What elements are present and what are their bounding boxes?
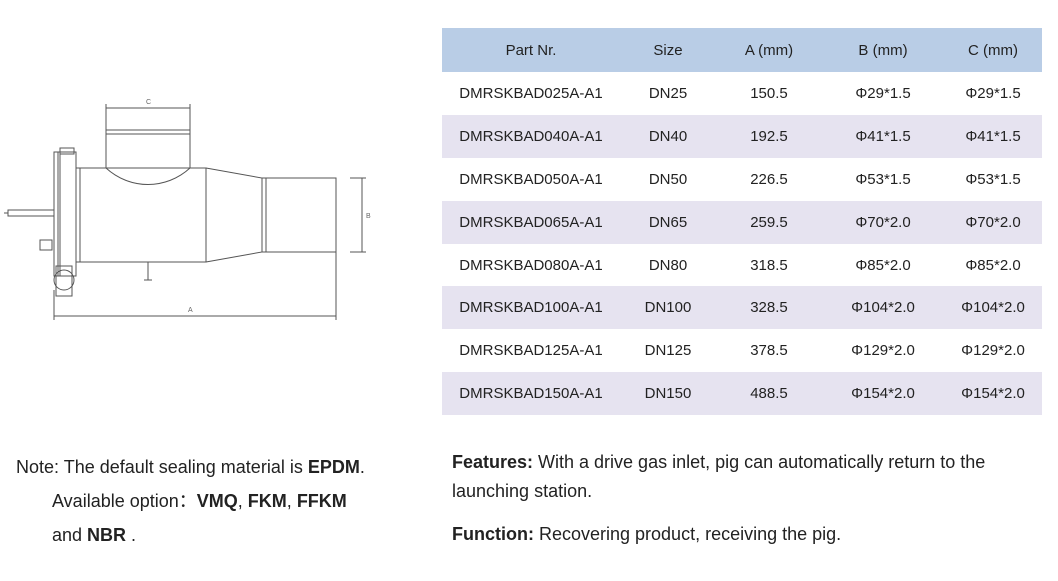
cell-a: 328.5 [716, 286, 822, 330]
cell-c: Φ129*2.0 [961, 342, 1025, 360]
cell-size: DN40 [620, 114, 716, 158]
cell-a: 259.5 [716, 200, 822, 244]
option-nbr: NBR [87, 525, 127, 545]
features-paragraph: Features: With a drive gas inlet, pig ca… [452, 448, 1052, 506]
note-line-3: and NBR . [16, 518, 416, 552]
note-prefix: Note: The default sealing material is [16, 457, 308, 477]
cell-b: Φ70*2.0 [822, 200, 944, 244]
cell-part-nr: DMRSKBAD025A-A1 [459, 84, 603, 102]
option-vmq: VMQ [196, 491, 238, 511]
cell-size: DN25 [648, 84, 688, 102]
cell-size: DN150 [620, 372, 716, 416]
cell-a: 378.5 [750, 342, 788, 360]
cell-part-nr: DMRSKBAD100A-A1 [442, 286, 620, 330]
label-b: B [366, 213, 371, 220]
function-text: Recovering product, receiving the pig. [533, 524, 842, 544]
drive-inlet-box [105, 129, 191, 169]
sealing-material-note: Note: The default sealing material is EP… [16, 450, 416, 552]
cell-size: DN50 [648, 170, 688, 188]
note-period: . [359, 457, 365, 477]
function-label: Function: [452, 524, 534, 544]
cell-c: Φ53*1.5 [965, 170, 1021, 188]
header-a: A (mm) [716, 28, 822, 72]
cell-b: Φ41*1.5 [822, 114, 944, 158]
note-end: . [126, 525, 137, 545]
main-body [75, 167, 207, 263]
table-header-row: Part Nr. Size A (mm) B (mm) C (mm) [442, 28, 1042, 72]
table-row: DMRSKBAD050A-A1 DN50 226.5 Φ53*1.5 Φ53*1… [442, 158, 1042, 201]
label-c: C [146, 99, 151, 106]
and-text: and [52, 525, 88, 545]
available-label: Available option： [52, 491, 197, 511]
features-text: With a drive gas inlet, pig can automati… [452, 452, 986, 501]
cell-part-nr: DMRSKBAD065A-A1 [442, 200, 620, 244]
cell-c: Φ154*2.0 [944, 372, 1042, 416]
cell-c: Φ41*1.5 [944, 114, 1042, 158]
cell-size: DN100 [620, 286, 716, 330]
cell-c: Φ104*2.0 [944, 286, 1042, 330]
cell-a: 192.5 [716, 114, 822, 158]
table-row: DMRSKBAD080A-A1 DN80 318.5 Φ85*2.0 Φ85*2… [442, 244, 1042, 287]
cell-a: 488.5 [716, 372, 822, 416]
table-row: DMRSKBAD040A-A1 DN40 192.5 Φ41*1.5 Φ41*1… [442, 114, 1042, 158]
cell-a: 150.5 [750, 84, 788, 102]
cell-size: DN80 [648, 256, 688, 274]
option-sep: , [286, 491, 297, 511]
option-fkm: FKM [247, 491, 287, 511]
default-material: EPDM [307, 457, 360, 477]
table-row: DMRSKBAD150A-A1 DN150 488.5 Φ154*2.0 Φ15… [442, 372, 1042, 416]
technical-drawing: C B A [4, 99, 371, 320]
cell-b: Φ154*2.0 [822, 372, 944, 416]
cell-b: Φ85*2.0 [855, 256, 911, 274]
features-label: Features: [452, 452, 534, 472]
cell-part-nr: DMRSKBAD150A-A1 [442, 372, 620, 416]
reducer-cone [205, 167, 263, 263]
flange [57, 151, 77, 277]
cell-b: Φ29*1.5 [855, 84, 911, 102]
table-row: DMRSKBAD025A-A1 DN25 150.5 Φ29*1.5 Φ29*1… [442, 72, 1042, 115]
specification-table: Part Nr. Size A (mm) B (mm) C (mm) DMRSK… [442, 28, 1042, 416]
cell-a: 318.5 [750, 256, 788, 274]
note-line-1: Note: The default sealing material is EP… [16, 450, 416, 484]
table-row: DMRSKBAD100A-A1 DN100 328.5 Φ104*2.0 Φ10… [442, 286, 1042, 330]
cell-b: Φ53*1.5 [855, 170, 911, 188]
option-ffkm: FFKM [296, 491, 347, 511]
header-part-nr: Part Nr. [442, 28, 620, 72]
header-b: B (mm) [822, 28, 944, 72]
rod [7, 209, 55, 217]
cell-b: Φ104*2.0 [822, 286, 944, 330]
cell-part-nr: DMRSKBAD050A-A1 [459, 170, 603, 188]
cell-part-nr: DMRSKBAD040A-A1 [442, 114, 620, 158]
outlet-pipe [261, 177, 337, 253]
note-line-2: Available option：VMQ, FKM, FFKM [16, 484, 416, 518]
option-sep: , [237, 491, 248, 511]
function-paragraph: Function: Recovering product, receiving … [452, 520, 1052, 549]
table-row: DMRSKBAD065A-A1 DN65 259.5 Φ70*2.0 Φ70*2… [442, 200, 1042, 244]
cell-c: Φ29*1.5 [965, 84, 1021, 102]
table-row: DMRSKBAD125A-A1 DN125 378.5 Φ129*2.0 Φ12… [442, 329, 1042, 372]
cell-part-nr: DMRSKBAD125A-A1 [459, 342, 603, 360]
cell-part-nr: DMRSKBAD080A-A1 [459, 256, 603, 274]
cell-b: Φ129*2.0 [851, 342, 915, 360]
handwheel [53, 269, 75, 291]
cell-c: Φ85*2.0 [965, 256, 1021, 274]
header-size: Size [620, 28, 716, 72]
cell-a: 226.5 [750, 170, 788, 188]
cell-size: DN125 [644, 342, 692, 360]
header-c: C (mm) [944, 28, 1042, 72]
label-a: A [188, 307, 193, 314]
cell-c: Φ70*2.0 [944, 200, 1042, 244]
cell-size: DN65 [620, 200, 716, 244]
